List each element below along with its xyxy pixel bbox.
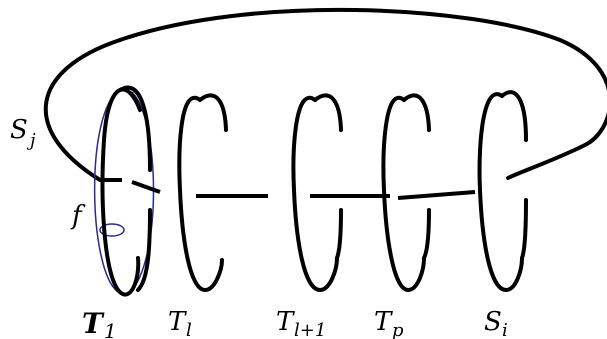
label-t1: T 1: [82, 307, 117, 339]
torus-t1-outer: [100, 87, 142, 297]
meridian-curve-inner: [129, 91, 155, 293]
svg-text:p: p: [392, 320, 404, 339]
svg-text:1: 1: [104, 319, 117, 339]
torus-tl1-top: [313, 93, 343, 132]
torus-tp-right: [422, 208, 431, 260]
torus-si-top: [500, 90, 528, 142]
svg-text:l+1: l+1: [294, 320, 326, 339]
label-tl: T l: [168, 307, 192, 339]
label-f: f: [70, 201, 86, 231]
torus-si: [477, 92, 524, 293]
label-sj: S j: [10, 115, 36, 151]
outer-loop-curve: [43, 7, 607, 182]
svg-text:S: S: [10, 115, 28, 145]
svg-text:T: T: [374, 307, 393, 337]
torus-t1-lower: [136, 208, 152, 292]
svg-text:l: l: [186, 320, 192, 339]
svg-text:S: S: [484, 307, 502, 337]
torus-si-right: [520, 198, 528, 260]
label-si: S i: [484, 307, 508, 339]
label-tp: T p: [374, 307, 404, 339]
torus-tl-top: [198, 93, 228, 132]
torus-t1-inner: [118, 85, 152, 172]
strand-tp: [397, 190, 476, 200]
label-tl1: T l+1: [276, 307, 326, 339]
svg-text:j: j: [26, 130, 36, 151]
svg-text:T: T: [168, 307, 187, 337]
meridian-small-loop: [99, 223, 125, 237]
torus-tl: [177, 95, 224, 293]
svg-text:i: i: [502, 320, 508, 339]
svg-text:T: T: [82, 307, 105, 339]
torus-tp-top: [402, 93, 431, 132]
torus-tl1-right: [335, 208, 343, 260]
torus-tl1: [291, 95, 339, 293]
torus-tp: [381, 95, 426, 293]
svg-text:T: T: [276, 307, 295, 337]
strand-t1-right: [131, 180, 161, 194]
